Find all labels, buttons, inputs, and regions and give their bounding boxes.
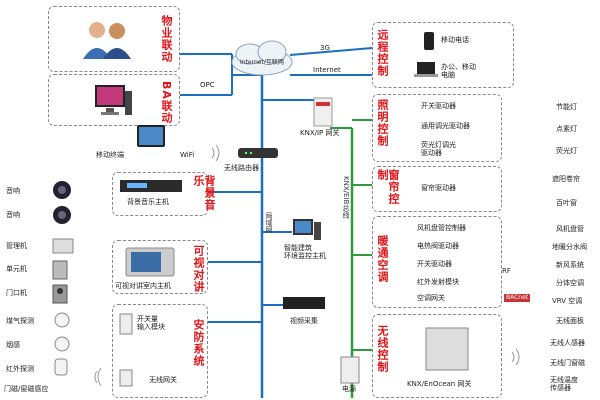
curtain-box: 窗帘控制 窗帘驱动器 <box>372 166 502 212</box>
fresh-air-label: 新风系统 <box>556 261 584 269</box>
intercom-box: 可视对讲室内主机 可视对讲 <box>112 240 208 294</box>
light-box: 照明控制 开关驱动器 通用调光驱动器 荧光灯调光 驱动器 <box>372 94 502 162</box>
mobile-terminal-label: 移动终端 <box>96 151 124 159</box>
ir-emit-label: 红外发射模块 <box>417 278 459 286</box>
smoke-label: 烟感 <box>6 341 20 349</box>
switch-drv2-label: 开关驱动器 <box>417 260 452 268</box>
hvac-box: 暖通空调 风机盘管控制器 电热阀驱动器 开关驱动器 红外发射模块 空调网关 <box>372 216 502 308</box>
remote-box: 远程控制 移动电话 办公、移动 电脑 <box>372 22 514 88</box>
curtain-drv-label: 窗帘驱动器 <box>421 184 456 192</box>
knx-bus-label: KNX/EIB总线 <box>342 176 350 219</box>
wl-body-label: 无线人感器 <box>550 339 585 347</box>
hvac-title: 暖通空调 <box>376 235 389 283</box>
lan-label: 局域网 <box>265 212 273 233</box>
music-title: 背景音乐 <box>192 175 216 211</box>
floor-heat-label: 地暖分水阀 <box>552 243 587 251</box>
security-box: 开关量 输入模块 无线网关 安防系统 <box>112 304 208 398</box>
ac-gw-label: 空调网关 <box>417 294 445 302</box>
remote-title: 远程控制 <box>376 29 389 77</box>
cloud-icon <box>231 40 293 76</box>
wifi-label: WiFi <box>180 151 195 159</box>
wireless-gw-label: 无线网关 <box>149 376 177 384</box>
intercom-title: 可视对讲 <box>192 245 205 293</box>
ba-label: BA联动 <box>160 81 173 124</box>
rf-label: RF <box>502 267 511 275</box>
enocean-label: KNX/EnOcean 网关 <box>407 380 472 388</box>
internet-cloud-label: Internet/互联网 <box>240 59 284 66</box>
music-host-label: 背景音乐主机 <box>127 198 169 206</box>
property-box: 物业联动 <box>48 6 180 72</box>
internet-label: Internet <box>313 66 341 74</box>
mobile-phone-label: 移动电话 <box>441 36 469 44</box>
music-box: 背景音乐主机 背景音乐 <box>112 172 216 216</box>
shade-label: 遮阳卷帘 <box>552 175 580 183</box>
intercom-host-label: 可视对讲室内主机 <box>115 282 171 290</box>
property-label: 物业联动 <box>160 15 173 63</box>
gas-probe-label: 煤气探测 <box>6 317 34 325</box>
fan-coil-label: 风机盘管控制器 <box>417 224 466 232</box>
admin-unit-label: 管理机 <box>6 242 27 250</box>
speaker2-label: 音响 <box>6 211 20 219</box>
curtain-title: 窗帘控制 <box>376 169 400 205</box>
power-label: 电源 <box>342 385 356 393</box>
smart-host-label: 智能建筑 环境监控主机 <box>284 244 326 261</box>
ir-probe-label: 红外探测 <box>6 365 34 373</box>
wireless-title: 无线控制 <box>376 325 389 373</box>
3g-label: 3G <box>320 44 330 52</box>
wl-panel-label: 无线面板 <box>556 317 584 325</box>
fluor-lamp-label: 荧光灯 <box>556 147 577 155</box>
wireless-box: 无线控制 KNX/EnOcean 网关 <box>372 314 502 398</box>
ba-box: BA联动 <box>48 74 180 126</box>
opc-label: OPC <box>200 81 215 89</box>
saver-lamp-label: 节能灯 <box>556 103 577 111</box>
wl-window-label: 无线门窗磁 <box>550 359 585 367</box>
router-label: 无线路由器 <box>224 164 259 172</box>
valve-label: 电热阀驱动器 <box>417 242 459 250</box>
vrv-label: VRV 空调 <box>552 297 583 305</box>
wl-temp-label: 无线温度 传感器 <box>550 376 578 393</box>
blinds-label: 百叶窗 <box>556 199 577 207</box>
switch-input-label: 开关量 输入模块 <box>137 315 165 332</box>
dimmer-drv-label: 通用调光驱动器 <box>421 122 470 130</box>
light-title: 照明控制 <box>376 99 389 147</box>
door-sensor-label: 门磁/窗磁感应 <box>4 385 49 393</box>
fluor-drv-label: 荧光灯调光 驱动器 <box>421 141 456 158</box>
split-ac-label: 分体空调 <box>556 279 584 287</box>
door-unit-label: 门口机 <box>6 289 27 297</box>
gateway-label: KNX/IP 网关 <box>300 129 340 137</box>
bacnet-label: BACnet <box>504 294 531 302</box>
spot-lamp-label: 点素灯 <box>556 125 577 133</box>
video-label: 视频采集 <box>290 317 318 325</box>
office-pc-label: 办公、移动 电脑 <box>441 63 476 80</box>
security-title: 安防系统 <box>192 319 205 367</box>
switch-drv-label: 开关驱动器 <box>421 102 456 110</box>
speaker1-label: 音响 <box>6 187 20 195</box>
fan-coil-dev-label: 风机盘管 <box>556 225 584 233</box>
unit-unit-label: 单元机 <box>6 265 27 273</box>
